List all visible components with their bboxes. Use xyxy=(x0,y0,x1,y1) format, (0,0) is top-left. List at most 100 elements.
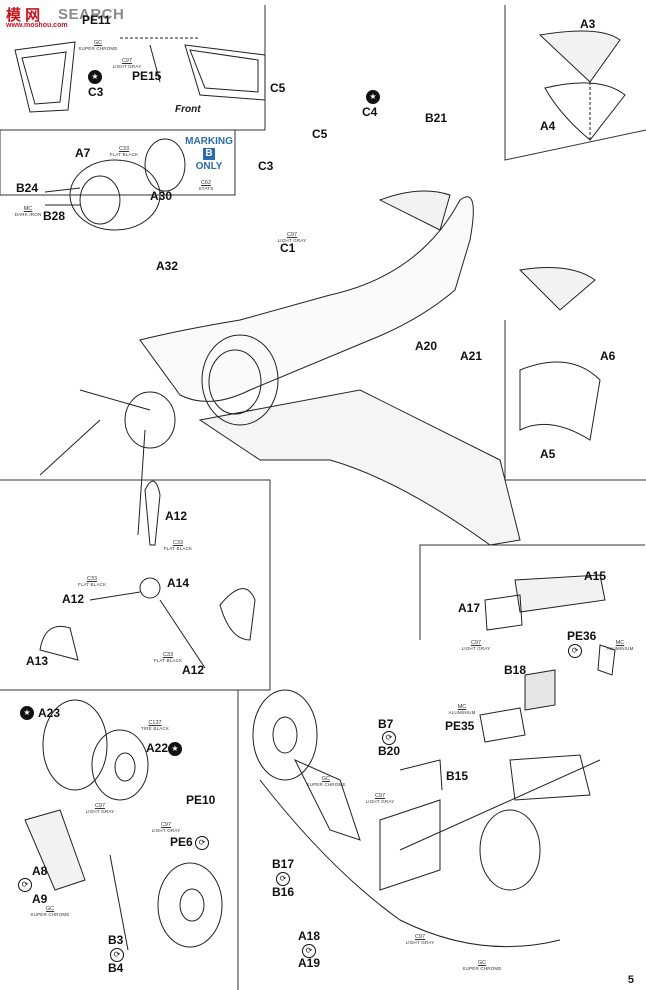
star-icon: ★ xyxy=(88,70,102,84)
marking-only: ONLY xyxy=(195,161,223,172)
paint-name: SUPER CHROME xyxy=(78,46,118,51)
arrow-icon: ⟳ xyxy=(110,948,124,962)
part-label: A13 xyxy=(26,654,49,668)
paint-name: ALUMINIUM xyxy=(448,710,476,715)
part-label: B7 xyxy=(378,717,394,731)
part-label: PE11 xyxy=(82,13,111,27)
paint-code: C33 xyxy=(172,540,184,546)
arrow-icon: ⟳ xyxy=(568,644,582,658)
part-label: A3 xyxy=(580,17,596,31)
part-label: A6 xyxy=(600,349,616,363)
part-label: A5 xyxy=(540,447,556,461)
propeller-drawing xyxy=(39,480,256,669)
arrow-icon: ⟳ xyxy=(382,731,396,745)
arrow-icon: ⟳ xyxy=(302,944,316,958)
paint-code: C97 xyxy=(286,232,298,238)
paint-name: DARK IRON xyxy=(14,212,42,217)
part-label: B16 xyxy=(272,885,295,899)
paint-code: GC xyxy=(477,960,487,966)
marking-title: MARKING xyxy=(185,136,233,147)
part-label: PE10 xyxy=(186,793,216,807)
part-label: A12 xyxy=(182,663,205,677)
star-icon: ★ xyxy=(20,706,34,720)
paint-code: C137 xyxy=(148,720,162,726)
paint-name: FLAT BLACK xyxy=(109,152,139,157)
paint-code: C97 xyxy=(414,934,426,940)
paint-name: SUPER CHROME xyxy=(306,782,346,787)
part-label: C3 xyxy=(258,159,274,173)
part-label: C1 xyxy=(280,241,296,255)
paint-name: LIGHT GRAY xyxy=(151,828,181,833)
part-label: B20 xyxy=(378,744,401,758)
paint-code: C33 xyxy=(86,576,98,582)
part-label: A21 xyxy=(460,349,483,363)
part-label: B21 xyxy=(425,111,448,125)
intake-drawing xyxy=(479,574,616,801)
star-icon: ★ xyxy=(168,742,182,756)
part-label: C5 xyxy=(312,127,328,141)
paint-code: GC xyxy=(93,40,103,46)
part-label: A8 xyxy=(32,864,48,878)
part-label: A17 xyxy=(458,601,481,615)
part-label: PE35 xyxy=(445,719,475,733)
paint-code: C33 xyxy=(162,652,174,658)
paint-code: C97 xyxy=(94,803,106,809)
part-label: A9 xyxy=(32,892,48,906)
part-label: B24 xyxy=(16,181,39,195)
part-label: B4 xyxy=(108,961,124,975)
part-label: B18 xyxy=(504,663,527,677)
part-label: A32 xyxy=(156,259,179,273)
paint-code: GC xyxy=(45,906,55,912)
canopy-detail-drawing xyxy=(14,37,266,113)
paint-name: STATS xyxy=(198,186,214,191)
paint-name: LIGHT GRAY xyxy=(112,64,142,69)
part-label: A14 xyxy=(167,576,190,590)
part-label: C3 xyxy=(88,85,104,99)
part-label: PE15 xyxy=(132,69,162,83)
paint-name: SUPER CHROME xyxy=(462,966,502,971)
paint-code: MC xyxy=(615,640,625,646)
part-label: PE6 xyxy=(170,835,193,849)
page-number: 5 xyxy=(627,974,634,986)
paint-name: LIGHT GRAY xyxy=(461,646,491,651)
paint-name: LIGHT GRAY xyxy=(85,809,115,814)
landing-gear-drawing xyxy=(252,689,601,948)
part-label: A4 xyxy=(540,119,556,133)
watermark-tail: SEARCH xyxy=(58,6,125,23)
part-label: B17 xyxy=(272,857,295,871)
part-label: C4 xyxy=(362,105,378,119)
paint-code: GC xyxy=(321,776,331,782)
part-label: B28 xyxy=(43,209,66,223)
watermark-logo: 模 网 xyxy=(6,7,41,24)
paint-code: C62 xyxy=(200,180,212,186)
paint-name: FLAT BLACK xyxy=(163,546,193,551)
part-label: A22 xyxy=(146,741,169,755)
part-label: A12 xyxy=(165,509,188,523)
arrow-icon: ⟳ xyxy=(18,878,32,892)
stabilizer-top-right xyxy=(538,30,626,141)
paint-name: TIRE BLACK xyxy=(140,726,170,731)
paint-name: FLAT BLACK xyxy=(77,582,107,587)
paint-code: C97 xyxy=(470,640,482,646)
fuselage-drawing xyxy=(39,190,601,546)
engine-cowl-drawing xyxy=(44,138,186,231)
part-label: B15 xyxy=(446,769,469,783)
paint-name: FLAT BLACK xyxy=(153,658,183,663)
paint-name: LIGHT GRAY xyxy=(277,238,307,243)
paint-name: LIGHT GRAY xyxy=(365,799,395,804)
part-label: A7 xyxy=(75,146,91,160)
